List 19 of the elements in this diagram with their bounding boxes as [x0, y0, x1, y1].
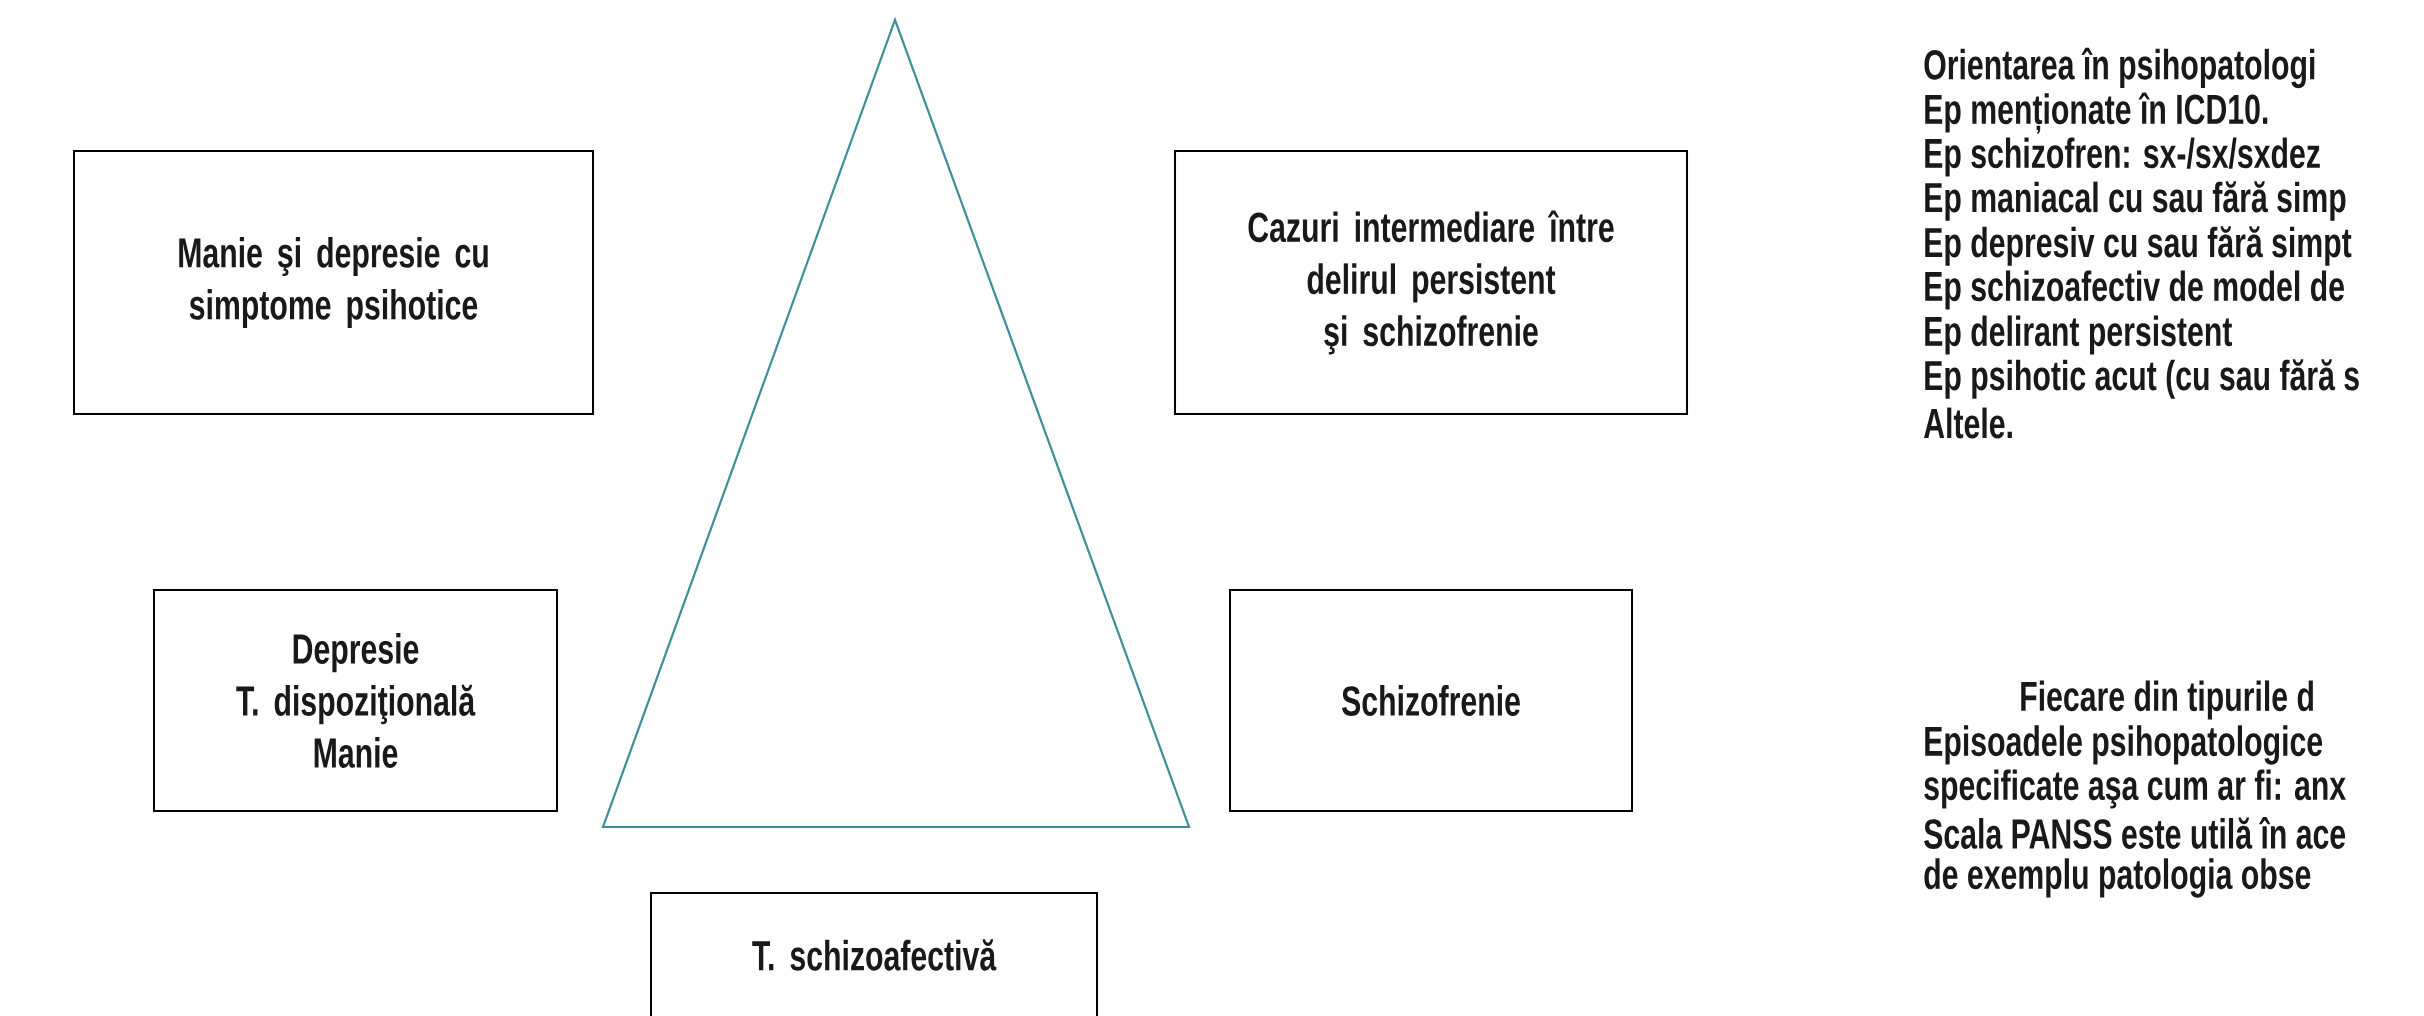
text-box: Manie şi depresie cu simptome psihotice	[73, 150, 594, 415]
text-box: T. schizoafectivă	[650, 892, 1098, 1016]
text-line: Ep schizoafectiv de model de	[1925, 270, 2344, 310]
text-line: Ep depresiv cu sau fără simpt	[1925, 226, 2352, 266]
text-line: Ep delirant persistent	[1925, 315, 2233, 355]
text-line: Ep maniacal cu sau fără simp	[1925, 181, 2346, 221]
text-line: Scala PANSS este utilă în ace	[1924, 817, 2346, 849]
text-line: de exemplu patologia obse	[1924, 858, 2311, 898]
text-line: Altele.	[1923, 407, 2012, 439]
text-line: Ep schizofren: sx-/sx/sxdez	[1925, 137, 2320, 177]
text-box: Depresie T. dispoziţională Manie	[153, 589, 558, 812]
text-box: Cazuri intermediare între delirul persistent şi schizofrenie	[1174, 150, 1688, 415]
text-line: Episoadele psihopatologice	[1925, 725, 2323, 765]
text-line: Fiecare din tipurile d	[2021, 680, 2313, 720]
text-line: Ep menționate în ICD10.	[1925, 92, 2268, 134]
text-line: Ep psihotic acut (cu sau fără s	[1925, 359, 2359, 399]
text-line: Orientarea în psihopatologi	[1924, 47, 2315, 89]
text-line: specificate aşa cum ar fi: anx	[1924, 769, 2346, 809]
text-box: Schizofrenie	[1229, 589, 1633, 812]
